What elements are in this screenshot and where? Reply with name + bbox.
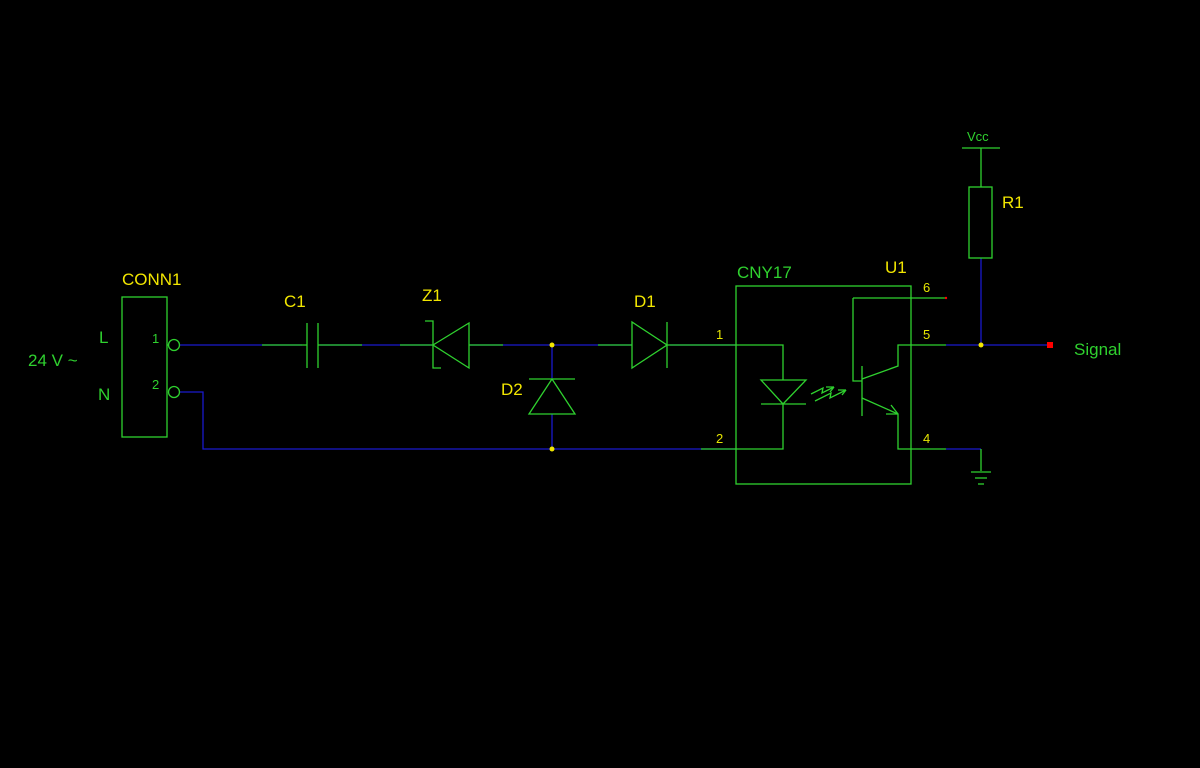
- u1-pin6-end: [944, 296, 948, 300]
- d2-ref-label: D2: [501, 380, 523, 399]
- c1-capacitor: C1: [262, 292, 362, 368]
- u1-transistor-emitter-arrow: [886, 404, 899, 415]
- d1-diode: D1: [598, 292, 701, 370]
- u1-transistor-emitter: [861, 397, 911, 450]
- junction-d2-bottom: [549, 446, 555, 452]
- ground-symbol: [971, 449, 991, 485]
- conn1-pin2-terminal: [167, 385, 181, 399]
- conn1-body: [121, 296, 168, 438]
- r1-ref-label: R1: [1002, 193, 1024, 212]
- u1-transistor-collector: [861, 344, 911, 380]
- u1-pin5-number: 5: [923, 327, 930, 342]
- z1-ref-label: Z1: [422, 286, 442, 305]
- conn1: 1 2 CONN1: [121, 270, 182, 438]
- vcc-label: Vcc: [967, 129, 989, 144]
- source-line-label: L: [99, 328, 108, 347]
- conn1-pin2-number: 2: [152, 377, 159, 392]
- d2-triangle: [527, 377, 577, 415]
- d1-ref-label: D1: [634, 292, 656, 311]
- z1-zener-diode: Z1: [400, 286, 503, 370]
- source-neutral-label: N: [98, 385, 110, 404]
- u1-ref-label: U1: [885, 258, 907, 277]
- u1-pin1-number: 1: [716, 327, 723, 342]
- u1-light-arrow-2-head: [838, 389, 847, 396]
- signal-port-marker: [1047, 342, 1053, 348]
- wires: [180, 258, 1050, 450]
- junction-output: [978, 342, 984, 348]
- signal-label: Signal: [1074, 340, 1121, 359]
- vcc-power-symbol: Vcc: [962, 129, 1000, 149]
- signal-port: Signal: [1047, 340, 1121, 359]
- wire-return: [180, 391, 736, 450]
- u1-pin2-number: 2: [716, 431, 723, 446]
- r1-body: [968, 186, 993, 259]
- u1-part-label: CNY17: [737, 263, 792, 282]
- z1-triangle: [431, 321, 470, 370]
- u1-led-wire: [736, 344, 784, 450]
- u1-pin6-number: 6: [923, 280, 930, 295]
- u1-light-arrow-2: [814, 389, 847, 402]
- u1-optocoupler: CNY17 U1 1 2 6 5 4: [701, 258, 948, 485]
- u1-transistor-base-lead: [852, 297, 911, 382]
- u1-body: [735, 285, 912, 485]
- r1-resistor: R1: [968, 148, 1024, 259]
- d2-diode: D2: [501, 377, 577, 415]
- u1-led-triangle: [759, 379, 808, 405]
- c1-ref-label: C1: [284, 292, 306, 311]
- u1-pin4-number: 4: [923, 431, 930, 446]
- d1-triangle: [631, 320, 669, 370]
- u1-light-arrow-1-head: [826, 386, 835, 393]
- source-voltage-label: 24 V ~: [28, 351, 78, 370]
- conn1-ref-label: CONN1: [122, 270, 182, 289]
- conn1-pin1-terminal: [167, 338, 181, 352]
- u1-light-arrow-1: [810, 386, 835, 395]
- conn1-pin1-number: 1: [152, 331, 159, 346]
- junction-d2-top: [549, 342, 555, 348]
